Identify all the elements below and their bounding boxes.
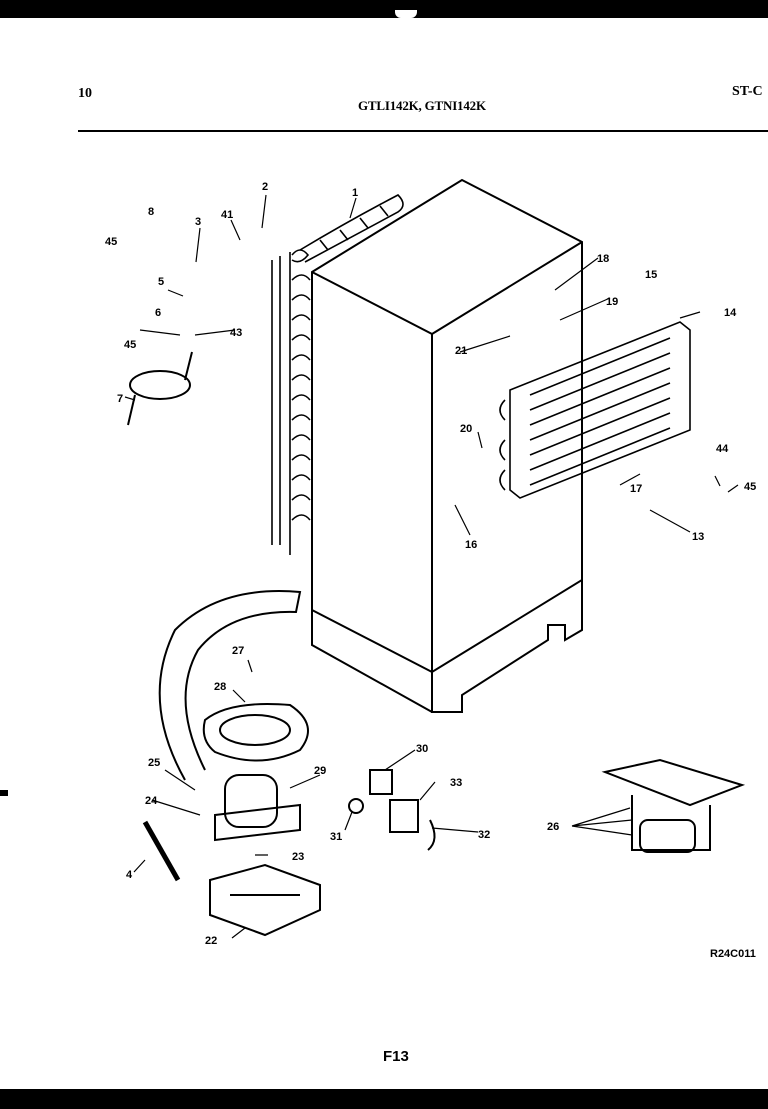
callout-26: 26 [547,821,559,833]
callout-25: 25 [148,757,160,769]
header-rule [78,130,768,132]
callout-45-right: 45 [744,481,756,493]
drawing-code: R24C011 [710,948,756,960]
condenser-coil [271,194,404,555]
callout-7: 7 [117,393,123,405]
figure-id: F13 [383,1048,409,1065]
callout-43: 43 [230,327,242,339]
section-code: ST-C [732,84,763,99]
cabinet-body [311,178,583,674]
air-duct [158,590,302,781]
callout-14: 14 [724,307,737,319]
drier [142,820,181,882]
callout-32: 32 [478,829,490,841]
scan-border-bottom [0,1089,768,1109]
callout-18: 18 [597,253,609,265]
callout-45-middle: 45 [124,339,136,351]
callout-3: 3 [195,216,201,228]
callout-33: 33 [450,777,462,789]
callout-44: 44 [716,443,729,455]
callout-30: 30 [416,743,428,755]
callout-1: 1 [352,187,358,199]
cabinet-base [431,580,583,713]
leader-lines [124,194,739,939]
callout-4: 4 [126,869,133,881]
scan-border-top [0,0,768,18]
scan-border-notch [395,10,417,18]
callout-31: 31 [330,831,342,843]
overload-protector [389,799,419,833]
callout-21: 21 [455,345,467,357]
alternate-compressor-assembly [601,758,746,853]
exploded-parts-diagram: 1 2 3 5 6 7 8 13 14 15 16 17 18 19 20 21… [105,178,756,947]
callout-8: 8 [148,206,154,218]
callout-28: 28 [214,681,226,693]
power-cord [129,370,191,400]
compressor-pad [202,703,309,762]
callout-19: 19 [606,296,618,308]
scan-border-mark [0,790,8,796]
callout-23: 23 [292,851,304,863]
callout-15: 15 [645,269,657,281]
relay [369,769,393,795]
callout-29: 29 [314,765,326,777]
compressor [224,774,278,828]
cabinet-front-edge [311,271,433,672]
cabinet-top-edge [431,241,583,335]
model-numbers: GTLI142K, GTNI142K [358,98,486,113]
callout-45-upper: 45 [105,236,117,248]
page-number: 10 [78,86,92,101]
evaporator-coil [499,321,691,499]
callout-17: 17 [630,483,642,495]
callout-16: 16 [465,539,477,551]
callout-24: 24 [145,795,158,807]
callout-5: 5 [158,276,164,288]
callout-22: 22 [205,935,217,947]
compressor-bracket [209,863,321,937]
callout-13: 13 [692,531,704,543]
callout-27: 27 [232,645,244,657]
callout-6: 6 [155,307,161,319]
cabinet-base-front [311,610,433,713]
callout-20: 20 [460,423,472,435]
callout-41: 41 [221,209,233,221]
callout-2: 2 [262,181,268,193]
